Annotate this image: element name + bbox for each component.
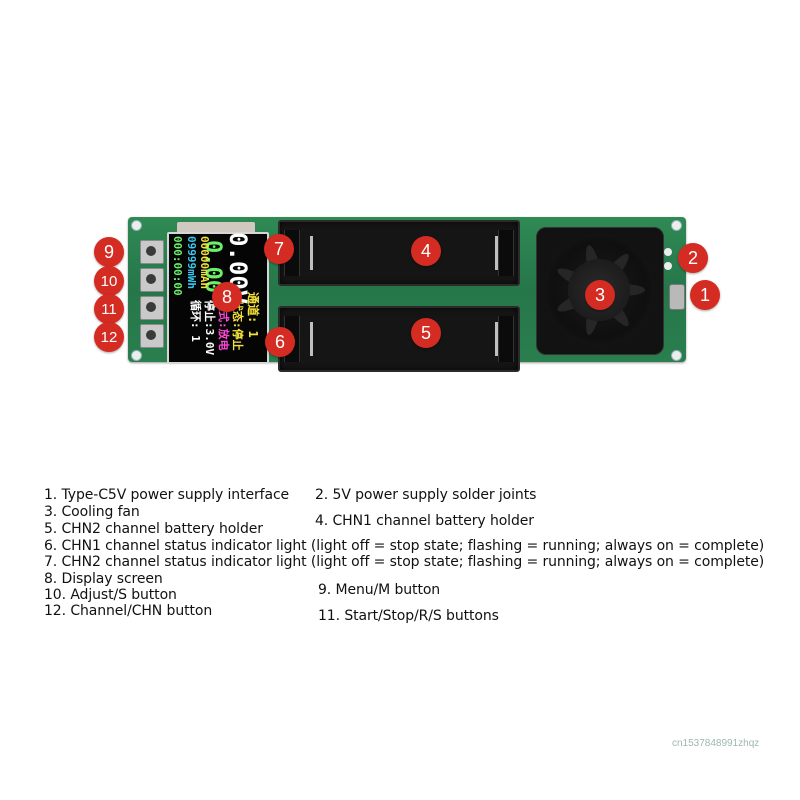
badge-7: 7 xyxy=(264,234,294,264)
solder-joint xyxy=(664,262,672,270)
screen-connector xyxy=(177,222,255,232)
holder-contact xyxy=(495,322,498,356)
legend-item-5: 5. CHN2 channel battery holder xyxy=(44,521,263,537)
legend-item-12: 12. Channel/CHN button xyxy=(44,603,213,619)
legend-item-4: 4. CHN1 channel battery holder xyxy=(315,513,534,529)
badge-3: 3 xyxy=(585,280,615,310)
screen-mah: 00000mAh xyxy=(198,236,211,289)
legend-item-2: 2. 5V power supply solder joints xyxy=(315,487,537,503)
legend-item-10: 10. Adjust/S button xyxy=(44,587,177,603)
holder-contact xyxy=(310,236,313,270)
badge-9: 9 xyxy=(94,237,124,267)
badge-4: 4 xyxy=(411,236,441,266)
badge-6: 6 xyxy=(265,327,295,357)
badge-1: 1 xyxy=(690,280,720,310)
solder-joint xyxy=(664,248,672,256)
badge-12: 12 xyxy=(94,322,124,352)
legend-item-1: 1. Type-C5V power supply interface xyxy=(44,487,290,503)
badge-11: 11 xyxy=(94,294,124,324)
badge-2: 2 xyxy=(678,243,708,273)
holder-contact xyxy=(495,236,498,270)
menu-button[interactable] xyxy=(140,240,164,264)
legend-item-9: 9. Menu/M button xyxy=(318,582,441,598)
start-stop-button[interactable] xyxy=(140,296,164,320)
battery-holder-chn1 xyxy=(278,220,520,286)
screen-stop: 停止:3.0V xyxy=(203,300,216,356)
watermark: cn1537848991zhqz xyxy=(672,738,760,749)
holder-contact xyxy=(310,322,313,356)
badge-10: 10 xyxy=(94,266,124,296)
screen-time: 000:00:00 xyxy=(171,236,184,296)
legend-item-6: 6. CHN1 channel status indicator light (… xyxy=(44,538,765,554)
holder-end-cup xyxy=(498,316,514,362)
mount-hole xyxy=(131,350,142,361)
legend-item-11: 11. Start/Stop/R/S buttons xyxy=(318,608,499,624)
holder-end-cup xyxy=(498,230,514,276)
legend-item-7: 7. CHN2 channel status indicator light (… xyxy=(44,554,765,570)
screen-channel: 通道: 1 xyxy=(246,292,260,338)
channel-button[interactable] xyxy=(140,324,164,348)
legend-item-3: 3. Cooling fan xyxy=(44,504,140,520)
badge-8: 8 xyxy=(212,282,242,312)
legend-item-8: 8. Display screen xyxy=(44,571,163,587)
mount-hole xyxy=(671,220,682,231)
screen-loop: 循环: 1 xyxy=(189,300,202,342)
mount-hole xyxy=(671,350,682,361)
adjust-button[interactable] xyxy=(140,268,164,292)
badge-5: 5 xyxy=(411,318,441,348)
usb-c-icon xyxy=(669,284,685,310)
screen-mwh: 09999mWh xyxy=(185,236,198,289)
battery-holder-chn2 xyxy=(278,306,520,372)
mount-hole xyxy=(131,220,142,231)
